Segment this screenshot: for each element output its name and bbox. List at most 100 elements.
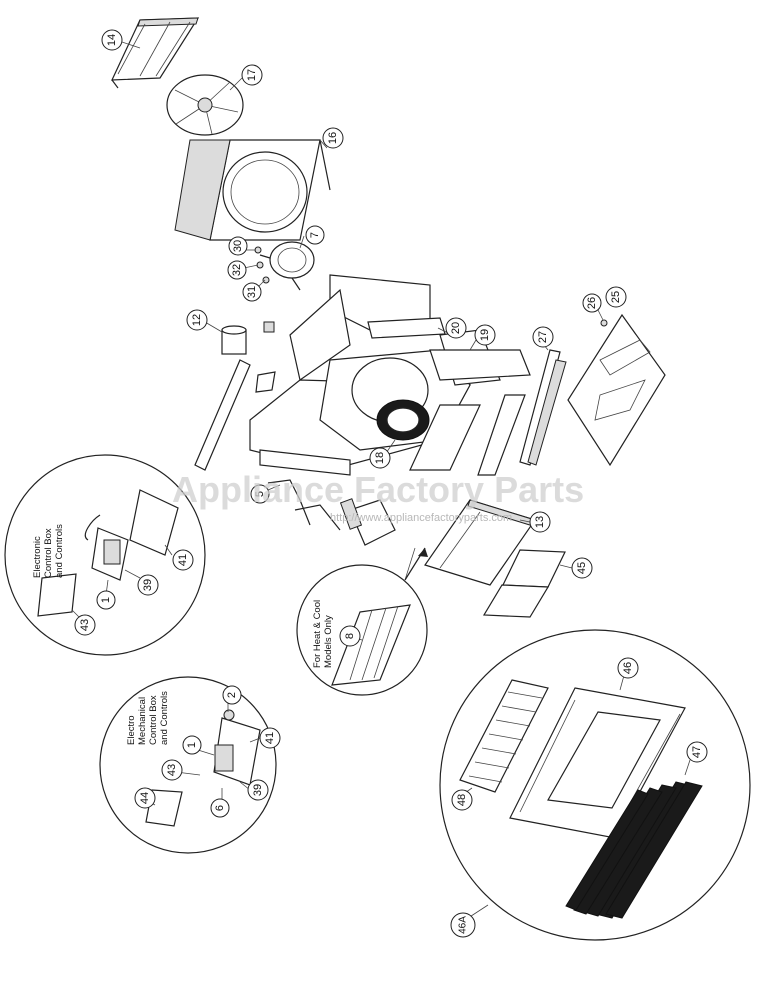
part-filters (482, 549, 566, 618)
callout-26: 26 (582, 293, 602, 313)
svg-text:6: 6 (214, 805, 226, 811)
callout-27: 27 (532, 326, 554, 348)
svg-text:2: 2 (226, 692, 238, 698)
part-screws (254, 246, 270, 284)
svg-text:14: 14 (106, 34, 118, 46)
callout-41-electromechanical: 41 (259, 727, 281, 749)
svg-text:18: 18 (374, 452, 386, 464)
svg-text:32: 32 (231, 264, 243, 276)
svg-text:39: 39 (142, 579, 154, 591)
part-valve-assembly (339, 498, 396, 546)
callout-2: 2 (222, 685, 242, 705)
svg-text:41: 41 (264, 732, 276, 744)
svg-text:Mechanical: Mechanical (137, 697, 148, 745)
callout-44: 44 (134, 787, 156, 809)
inset-front-cabinet (439, 629, 751, 941)
svg-text:8: 8 (344, 633, 356, 639)
part-fan-shroud (174, 139, 331, 241)
part-capacitor (221, 321, 275, 355)
callout-47: 47 (686, 741, 708, 763)
svg-text:Electronic: Electronic (32, 536, 43, 578)
callout-12: 12 (186, 309, 208, 331)
callout-31: 31 (242, 282, 262, 302)
svg-text:and Controls: and Controls (54, 524, 65, 578)
callout-45: 45 (571, 557, 593, 579)
inset-electro-mechanical-control-box (99, 676, 277, 854)
callout-46A: 46A (450, 912, 476, 938)
svg-text:Electro: Electro (126, 715, 137, 745)
svg-text:1: 1 (100, 597, 112, 603)
part-main-chassis (194, 274, 531, 476)
leader-lines (71, 41, 691, 921)
svg-text:41: 41 (177, 554, 189, 566)
callout-20: 20 (445, 317, 467, 339)
part-partition-panels (367, 317, 446, 339)
svg-text:1: 1 (186, 742, 198, 748)
callout-43-electronic: 43 (74, 614, 96, 636)
inset-electronic-control-box (4, 454, 206, 656)
svg-text:45: 45 (576, 562, 588, 574)
svg-text:47: 47 (691, 746, 703, 758)
label-electronic-control-box: Electronic Control Box and Controls (32, 524, 65, 578)
part-side-panel (567, 313, 666, 467)
svg-text:19: 19 (479, 329, 491, 341)
callout-16: 16 (322, 127, 344, 149)
callout-30: 30 (228, 236, 248, 256)
svg-text:48: 48 (456, 794, 468, 806)
svg-text:31: 31 (246, 286, 258, 298)
part-rail (519, 349, 567, 466)
callout-14: 14 (101, 29, 123, 51)
svg-text:7: 7 (309, 232, 321, 238)
heater-arrowhead (418, 548, 428, 557)
callout-1-electromechanical: 1 (182, 735, 202, 755)
svg-text:43: 43 (166, 764, 178, 776)
svg-text:43: 43 (79, 619, 91, 631)
callout-48: 48 (451, 789, 473, 811)
callout-1-electronic: 1 (96, 590, 116, 610)
part-front-cabinet (459, 679, 703, 919)
inset-heater (296, 564, 428, 696)
svg-text:For Heat & Cool: For Heat & Cool (312, 600, 323, 668)
callout-8: 8 (339, 625, 361, 647)
part-blower-wheel (376, 399, 430, 441)
svg-text:12: 12 (191, 314, 203, 326)
svg-text:17: 17 (246, 69, 258, 81)
part-fan-motor (259, 241, 315, 291)
callout-41-electronic: 41 (172, 549, 194, 571)
callout-43-electromechanical: 43 (161, 759, 183, 781)
callout-5: 5 (250, 484, 270, 504)
svg-text:27: 27 (537, 331, 549, 343)
callout-46: 46 (617, 657, 639, 679)
watermark-brand: Appliance Factory Parts (172, 469, 584, 510)
svg-text:26: 26 (586, 297, 598, 309)
callout-32: 32 (227, 260, 247, 280)
label-electro-mechanical-control-box: Electro Mechanical Control Box and Contr… (126, 691, 170, 745)
svg-text:46: 46 (622, 662, 634, 674)
svg-text:Control Box: Control Box (148, 695, 159, 745)
callout-6: 6 (210, 798, 230, 818)
svg-text:30: 30 (232, 240, 244, 252)
svg-text:5: 5 (254, 491, 266, 497)
part-fan-blade (166, 74, 244, 136)
svg-text:and Controls: and Controls (159, 691, 170, 745)
label-heat-cool: For Heat & Cool Models Only (312, 600, 334, 668)
svg-text:39: 39 (252, 784, 264, 796)
part-louvers (565, 781, 703, 919)
svg-text:46A: 46A (458, 916, 469, 934)
svg-text:Control Box: Control Box (43, 528, 54, 578)
callout-17: 17 (241, 64, 263, 86)
svg-text:44: 44 (139, 792, 151, 804)
watermark-url: http://www.appliancefactoryparts.com (330, 512, 512, 524)
callout-39-electromechanical: 39 (247, 779, 269, 801)
callout-39-electronic: 39 (137, 574, 159, 596)
part-drain-tube (267, 479, 341, 531)
svg-text:16: 16 (327, 132, 339, 144)
callout-18: 18 (369, 447, 391, 469)
callout-19: 19 (474, 324, 496, 346)
callout-7: 7 (305, 225, 325, 245)
svg-text:13: 13 (534, 516, 546, 528)
part-front-frame (424, 499, 536, 586)
callout-25: 25 (605, 286, 627, 308)
part-condenser-coil (111, 17, 200, 89)
